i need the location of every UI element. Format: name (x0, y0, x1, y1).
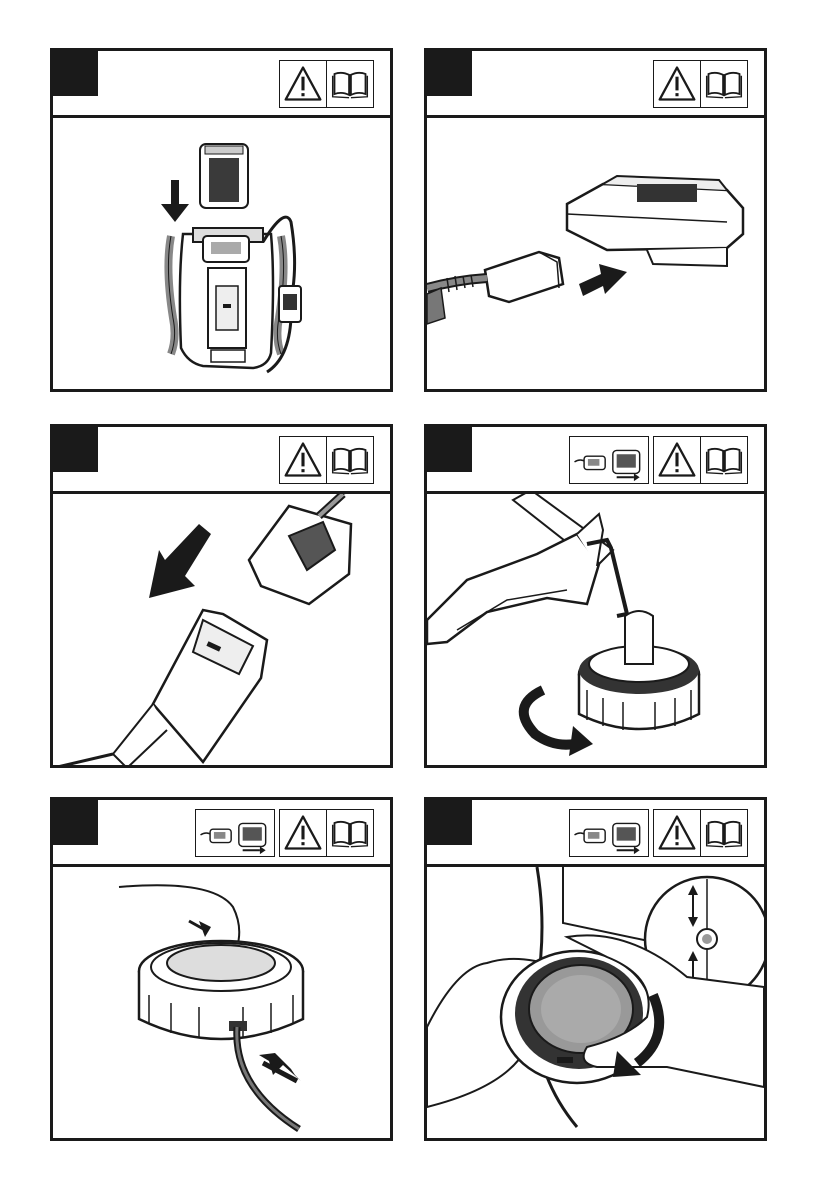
step-number (53, 800, 98, 845)
warning-triangle-icon (654, 61, 700, 107)
read-manual-book-icon (700, 810, 747, 856)
warning-pictograms (569, 436, 748, 486)
warning-triangle-icon (280, 61, 326, 107)
disconnect-power-icon (195, 809, 275, 857)
step-panel-2 (424, 48, 767, 392)
step-panel-4 (424, 424, 767, 768)
warning-pictograms (195, 809, 374, 859)
warning-triangle-icon (280, 810, 326, 856)
thread-line-illustration (53, 867, 390, 1138)
step-header (427, 427, 764, 494)
disconnect-cord-illustration (53, 494, 390, 765)
cord-connect-illustration (427, 118, 764, 389)
step-panel-1 (50, 48, 393, 392)
step-number (427, 51, 472, 96)
warning-triangle-icon (654, 437, 700, 483)
battery-backpack-illustration (53, 118, 390, 389)
step-number (53, 51, 98, 96)
step-number (427, 427, 472, 472)
step-header (53, 427, 390, 494)
step-panel-6 (424, 797, 767, 1141)
step-panel-3 (50, 424, 393, 768)
warning-triangle-icon (654, 810, 700, 856)
step-number (53, 427, 98, 472)
warning-pictograms (279, 436, 374, 486)
warning-pictograms (279, 60, 374, 110)
step-header (53, 51, 390, 118)
step-header (53, 800, 390, 867)
read-manual-book-icon (326, 61, 373, 107)
step-number (427, 800, 472, 845)
wind-line-illustration (427, 867, 764, 1138)
disconnect-power-icon (569, 809, 649, 857)
remove-trimmer-head-illustration (427, 494, 764, 765)
read-manual-book-icon (700, 437, 747, 483)
step-panel-5 (50, 797, 393, 1141)
read-manual-book-icon (700, 61, 747, 107)
step-header (427, 51, 764, 118)
warning-pictograms (569, 809, 748, 859)
step-header (427, 800, 764, 867)
warning-pictograms (653, 60, 748, 110)
read-manual-book-icon (326, 437, 373, 483)
disconnect-power-icon (569, 436, 649, 484)
warning-triangle-icon (280, 437, 326, 483)
read-manual-book-icon (326, 810, 373, 856)
